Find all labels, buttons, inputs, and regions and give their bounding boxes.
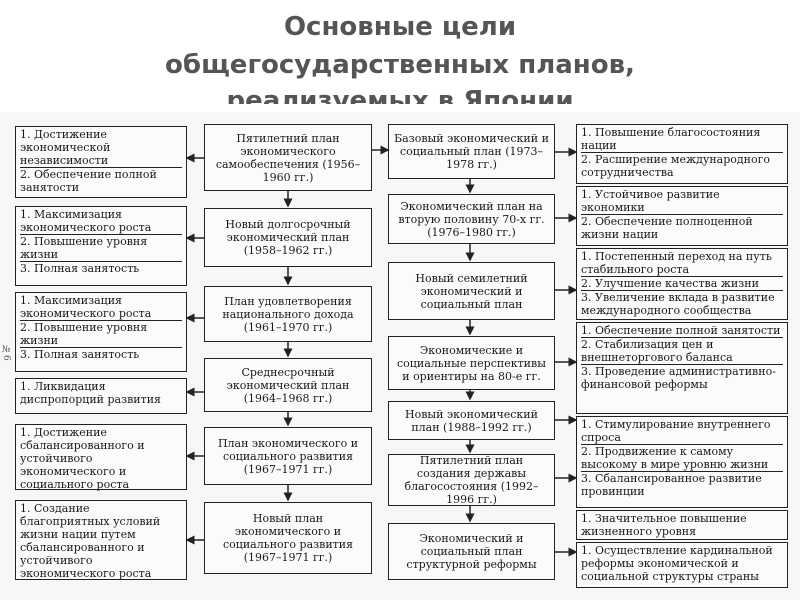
goal-item: 3. Полная занятость [20, 262, 140, 275]
left-plan-4: Среднесрочный экономический план (1964–1… [204, 358, 372, 412]
goal-item: 1. Повышение благосостояния нации [581, 126, 783, 153]
goal-item: 1. Постепенный переход на путь стабильно… [581, 250, 783, 277]
title-line-2: общегосударственных планов, [165, 50, 635, 80]
goal-item: 1. Максимизация экономического роста [20, 294, 182, 321]
left-plan-2: Новый долгосрочный экономический план (1… [204, 208, 372, 267]
goal-item: 2. Продвижение к самому высокому в мире … [581, 445, 783, 472]
right-goal-7: 1. Осуществление кардинальной реформы эк… [576, 542, 788, 588]
goal-item: 2. Повышение уровня жизни [20, 235, 182, 262]
title-line-1: Основные цели [283, 12, 517, 42]
goal-item: 3. Полная занятость [20, 348, 140, 361]
left-goal-1: 1. Достижение экономической независимост… [15, 126, 187, 198]
left-goal-3: 1. Максимизация экономического роста 2. … [15, 292, 187, 372]
right-plan-5: Новый экономический план (1988–1992 гг.) [388, 401, 555, 440]
goal-item: 2. Улучшение качества жизни [581, 277, 783, 291]
goal-item: 1. Максимизация экономического роста [20, 208, 182, 235]
goal-item: 2. Повышение уровня жизни [20, 321, 182, 348]
goal-item: 3. Проведение административно-финансовой… [581, 365, 776, 391]
goal-item: 1. Осуществление кардинальной реформы эк… [581, 544, 773, 583]
right-plan-2: Экономический план на вторую половину 70… [388, 194, 555, 244]
goal-item: 1. Достижение сбалансированного и устойч… [20, 426, 145, 491]
right-plan-6: Пятилетний план создания державы благосо… [388, 454, 555, 506]
goal-item: 2. Расширение международного сотрудничес… [581, 153, 770, 179]
right-goal-3: 1. Постепенный переход на путь стабильно… [576, 248, 788, 320]
left-goal-4: 1. Ликвидация диспропорций развития [15, 378, 187, 414]
right-plan-4: Экономические и социальные перспективы и… [388, 336, 555, 390]
goal-item: 2. Обеспечение полной занятости [20, 168, 157, 194]
left-plan-5: План экономического и социального развит… [204, 427, 372, 485]
goal-item: 1. Создание благоприятных условий жизни … [20, 502, 161, 580]
goal-item: 1. Достижение экономической независимост… [20, 128, 182, 168]
side-mark: №6 [1, 345, 11, 361]
right-goal-1: 1. Повышение благосостояния нации 2. Рас… [576, 124, 788, 184]
left-plan-1: Пятилетний план экономического самообесп… [204, 124, 372, 191]
goal-item: 2. Стабилизация цен и внешнеторгового ба… [581, 338, 783, 365]
right-goal-2: 1. Устойчивое развитие экономики 2. Обес… [576, 186, 788, 246]
goal-item: 1. Устойчивое развитие экономики [581, 188, 783, 215]
goal-item: 3. Сбалансированное развитие провинции [581, 472, 762, 498]
title-line-3: реализуемых в Японии [226, 86, 574, 104]
right-goal-6: 1. Значительное повышение жизненного уро… [576, 510, 788, 540]
right-goal-5: 1. Стимулирование внутреннего спроса 2. … [576, 416, 788, 508]
goal-item: 3. Увеличение вклада в развитие междунар… [581, 291, 775, 317]
goal-item: 1. Ликвидация диспропорций развития [20, 380, 161, 406]
left-goal-5: 1. Достижение сбалансированного и устойч… [15, 424, 187, 491]
right-plan-3: Новый семилетний экономический и социаль… [388, 262, 555, 320]
right-goal-4: 1. Обеспечение полной занятости 2. Стаби… [576, 322, 788, 414]
right-plan-1: Базовый экономический и социальный план … [388, 124, 555, 179]
goal-item: 1. Стимулирование внутреннего спроса [581, 418, 783, 445]
left-plan-6: Новый план экономического и социального … [204, 502, 372, 574]
left-goal-2: 1. Максимизация экономического роста 2. … [15, 206, 187, 286]
left-goal-6: 1. Создание благоприятных условий жизни … [15, 500, 187, 580]
goal-item: 1. Значительное повышение жизненного уро… [581, 512, 747, 538]
goal-item: 1. Обеспечение полной занятости [581, 324, 783, 338]
goal-item: 2. Обеспечение полноценной жизни нации [581, 215, 753, 241]
left-plan-3: План удовлетворения национального дохода… [204, 286, 372, 342]
right-plan-7: Экономический и социальный план структур… [388, 523, 555, 580]
